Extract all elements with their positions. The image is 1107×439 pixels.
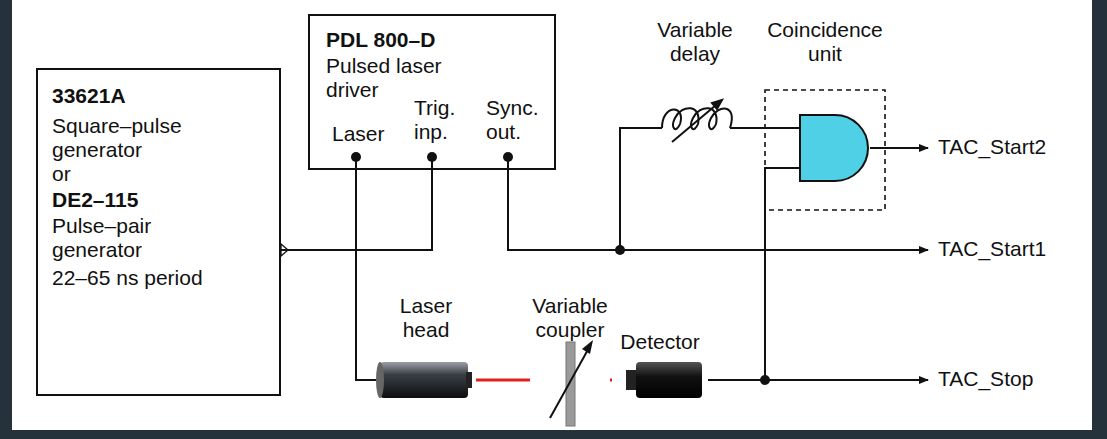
and-gate [800, 115, 868, 181]
node-text: Square–pulse generator [52, 114, 202, 162]
laser-head-node: Laser head [376, 292, 476, 400]
laser-beam [610, 379, 612, 382]
laser-beam [476, 379, 530, 382]
node-text: Pulsed laser driver [326, 54, 466, 102]
tac-start2-wire [870, 147, 928, 149]
tac-start1-wire [620, 249, 928, 251]
signal-name: TAC_Start1 [938, 237, 1046, 261]
generator-box: 33621A Square–pulse generatororDE2–115Pul… [36, 68, 281, 396]
signal-name: TAC_Stop [938, 367, 1033, 391]
node-text: Pulse–pair generator [52, 214, 202, 262]
coincidence-box [765, 90, 885, 210]
signal-wire [708, 210, 765, 380]
tac-stop-wire [765, 379, 928, 381]
node-text: Laser [332, 122, 402, 146]
node-text: 33621A [52, 84, 252, 108]
node-text: Variable delay [645, 18, 745, 66]
laser-driver-box: PDL 800–DPulsed laser driverLaser Trig. i… [308, 14, 556, 170]
diagram-panel [12, 0, 1092, 430]
gate-inputs [765, 128, 802, 210]
signal-wire [745, 127, 765, 129]
coincidence-node: Coincidence unit [765, 16, 885, 210]
signal-wire [508, 128, 645, 250]
detector [626, 362, 702, 398]
variable-delay-node: Variable delay [645, 16, 745, 144]
signal-name: TAC_Start2 [938, 135, 1046, 159]
node-text: Variable coupler [530, 294, 610, 342]
node-text: Trig. inp. [414, 96, 466, 144]
node-text: Sync. out. [486, 96, 546, 144]
delay-coil [645, 100, 745, 142]
variable-coupler-node: Variable coupler [530, 292, 610, 428]
signal-wire [356, 170, 376, 380]
node-text: PDL 800–D [326, 28, 541, 52]
node-text: or [52, 162, 202, 186]
node-text: DE2–115 [52, 188, 252, 212]
variable-coupler [550, 340, 593, 426]
node-text: Detector [612, 330, 708, 354]
node-text: 22–65 ns period [52, 266, 267, 290]
node-text: Laser head [376, 294, 476, 342]
laser-head [376, 362, 472, 398]
detector-node: Detector [612, 320, 708, 402]
node-text: Coincidence unit [765, 18, 885, 66]
pin-dots [351, 152, 770, 385]
